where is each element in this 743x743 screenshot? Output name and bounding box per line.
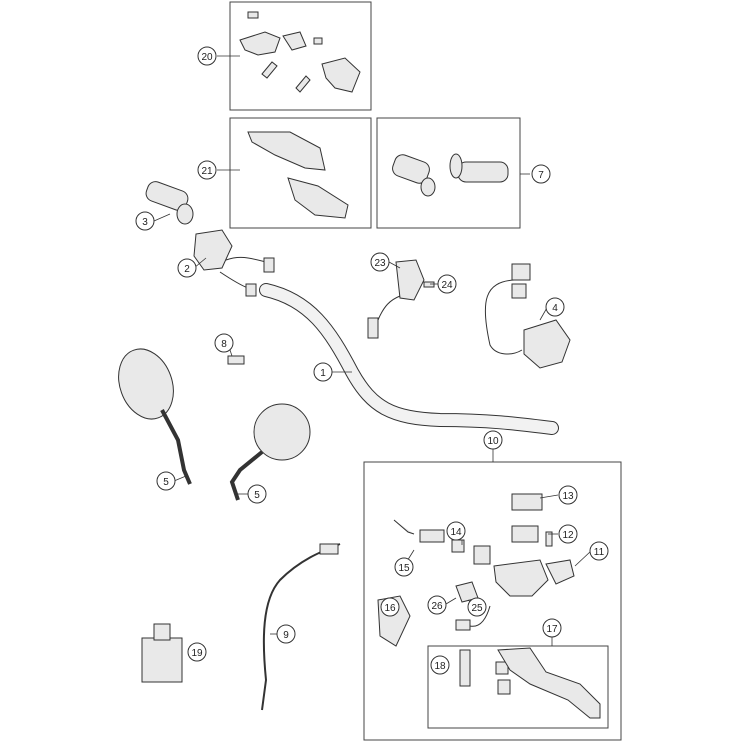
- callout-18: 18: [430, 655, 450, 675]
- callout-label: 19: [191, 648, 203, 659]
- callout-14: 14: [446, 521, 466, 541]
- callout-17: 17: [542, 618, 562, 638]
- callout-label: 14: [450, 527, 462, 538]
- callout-label: 7: [538, 170, 544, 181]
- callout-label: 23: [374, 258, 386, 269]
- callout-label: 11: [594, 547, 605, 558]
- callout-12: 12: [558, 524, 578, 544]
- right-switch: [484, 263, 571, 369]
- callout-13: 13: [558, 485, 578, 505]
- clutch-cable: [261, 543, 341, 711]
- hand-guards: [247, 131, 349, 219]
- callout-label: 15: [398, 563, 410, 574]
- callout-1: 1: [313, 362, 333, 382]
- callout-label: 17: [546, 624, 558, 635]
- callout-label: 24: [441, 280, 453, 291]
- handlebar: [259, 283, 559, 435]
- callout-label: 26: [431, 601, 443, 612]
- callout-2: 2: [177, 258, 197, 278]
- callout-19: 19: [187, 642, 207, 662]
- callout-3: 3: [135, 211, 155, 231]
- callout-label: 18: [434, 661, 446, 672]
- box-part-21: [229, 117, 372, 229]
- callout-label: 25: [471, 603, 483, 614]
- callout-label: 4: [552, 303, 558, 314]
- callout-label: 16: [384, 603, 396, 614]
- box-part-17: [427, 645, 609, 729]
- callout-label: 2: [184, 264, 190, 275]
- left-grip: [145, 181, 194, 225]
- callout-20: 20: [197, 46, 217, 66]
- box-part-10: [363, 461, 622, 741]
- callout-16: 16: [380, 597, 400, 617]
- mirror-left: [118, 348, 192, 485]
- callout-25: 25: [467, 597, 487, 617]
- callout-label: 1: [320, 368, 326, 379]
- callout-8: 8: [214, 333, 234, 353]
- box-part-7: [376, 117, 521, 229]
- grips: [392, 153, 509, 197]
- callout-label: 3: [142, 217, 148, 228]
- callout-26: 26: [427, 595, 447, 615]
- callout-label: 20: [201, 52, 213, 63]
- callout-label: 8: [221, 339, 227, 350]
- switch-23: [367, 259, 435, 339]
- callout-label: 10: [487, 436, 499, 447]
- clamp: [227, 355, 245, 365]
- callout-4: 4: [545, 297, 565, 317]
- callout-11: 11: [589, 541, 609, 561]
- callout-15: 15: [394, 557, 414, 577]
- callout-label: 12: [562, 530, 574, 541]
- callout-10: 10: [483, 430, 503, 450]
- callout-5-right: 5: [247, 484, 267, 504]
- callout-label: 13: [562, 491, 574, 502]
- callout-label: 5: [163, 477, 169, 488]
- mirror-right: [229, 403, 311, 501]
- callout-label: 21: [201, 166, 213, 177]
- fluid-bottle: [141, 623, 183, 683]
- callout-21: 21: [197, 160, 217, 180]
- callout-label: 5: [254, 490, 260, 501]
- bracket-parts: [239, 11, 361, 93]
- callout-label: 9: [283, 630, 289, 641]
- clutch-lever: [459, 647, 601, 719]
- callout-24: 24: [437, 274, 457, 294]
- callout-9: 9: [276, 624, 296, 644]
- callout-23: 23: [370, 252, 390, 272]
- callout-7: 7: [531, 164, 551, 184]
- callout-5-left: 5: [156, 471, 176, 491]
